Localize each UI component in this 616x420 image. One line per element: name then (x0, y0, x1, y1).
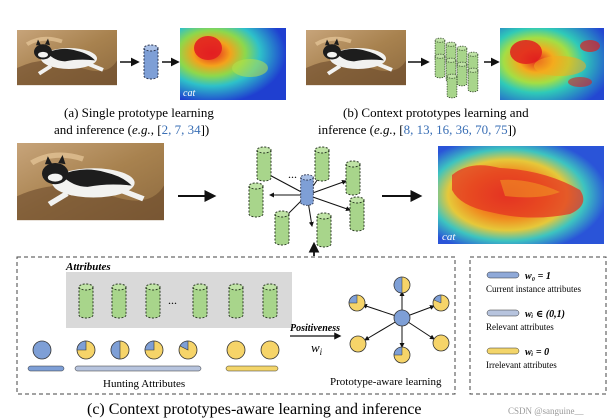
attributes-box (16, 256, 456, 395)
positiveness-label: Positiveness (290, 323, 340, 334)
legend-label-1: Relevant attributes (486, 322, 554, 332)
proto-aware-label: Prototype-aware learning (330, 376, 442, 388)
graph-ellipsis: ... (288, 167, 297, 181)
legend: w₀ = 1 Current instance attributes wᵢ ∈ … (469, 256, 607, 395)
cat-label-a: cat (183, 88, 195, 99)
legend-label-0: Current instance attributes (486, 284, 581, 294)
panel-a: cat (a) Single prototype learning and in… (15, 28, 286, 137)
legend-formula-2: wᵢ = 0 (525, 347, 549, 358)
cat-photo-a (15, 28, 119, 88)
watermark: CSDN @sanguine__ (508, 406, 584, 416)
prototype-aware-graph: Prototype-aware learning (330, 276, 450, 388)
cat-label-c: cat (442, 231, 456, 243)
heatmap-b (500, 28, 604, 100)
caption-b-line2: inference (e.g., [8, 13, 16, 36, 70, 75]… (318, 122, 516, 137)
legend-item-2: wᵢ = 0 Irrelevant attributes (486, 347, 557, 370)
caption-b-line1: (b) Context prototypes learning and (343, 105, 529, 120)
prototype-blue-a (143, 44, 159, 80)
heatmap-a: cat (180, 28, 286, 100)
caption-a-line2: and inference (e.g., [2, 7, 34]) (54, 122, 209, 137)
attributes-panel: Attributes ... (65, 261, 292, 328)
legend-box (469, 256, 607, 395)
caption-a-line1: (a) Single prototype learning (64, 105, 214, 120)
positiveness: Positiveness wi (290, 323, 342, 357)
legend-formula-1: wᵢ ∈ (0,1) (525, 309, 565, 320)
attributes-title: Attributes (65, 261, 111, 273)
prototype-graph: ... (248, 146, 365, 248)
prototype-stack-b (434, 37, 479, 99)
attributes-bg (66, 272, 292, 328)
panel-b: (b) Context prototypes learning and infe… (304, 28, 604, 137)
heatmap-c: cat (438, 146, 604, 244)
panel-c-bottom: Attributes ... Hunting Attributes (16, 256, 607, 418)
hunting-label: Hunting Attributes (103, 378, 185, 390)
cat-photo-c (17, 143, 164, 220)
legend-item-1: wᵢ ∈ (0,1) Relevant attributes (486, 309, 565, 332)
weight-symbol: wi (311, 340, 323, 357)
attr-ellipsis: ... (168, 293, 177, 307)
panel-c-top: ... cat (17, 143, 604, 256)
cat-photo-b (304, 28, 408, 88)
caption-c: (c) Context prototypes-aware learning an… (87, 401, 422, 418)
legend-item-0: w₀ = 1 Current instance attributes (486, 271, 581, 294)
legend-formula-0: w₀ = 1 (525, 271, 551, 282)
hunting-circles: Hunting Attributes (27, 340, 280, 390)
legend-label-2: Irrelevant attributes (486, 360, 557, 370)
